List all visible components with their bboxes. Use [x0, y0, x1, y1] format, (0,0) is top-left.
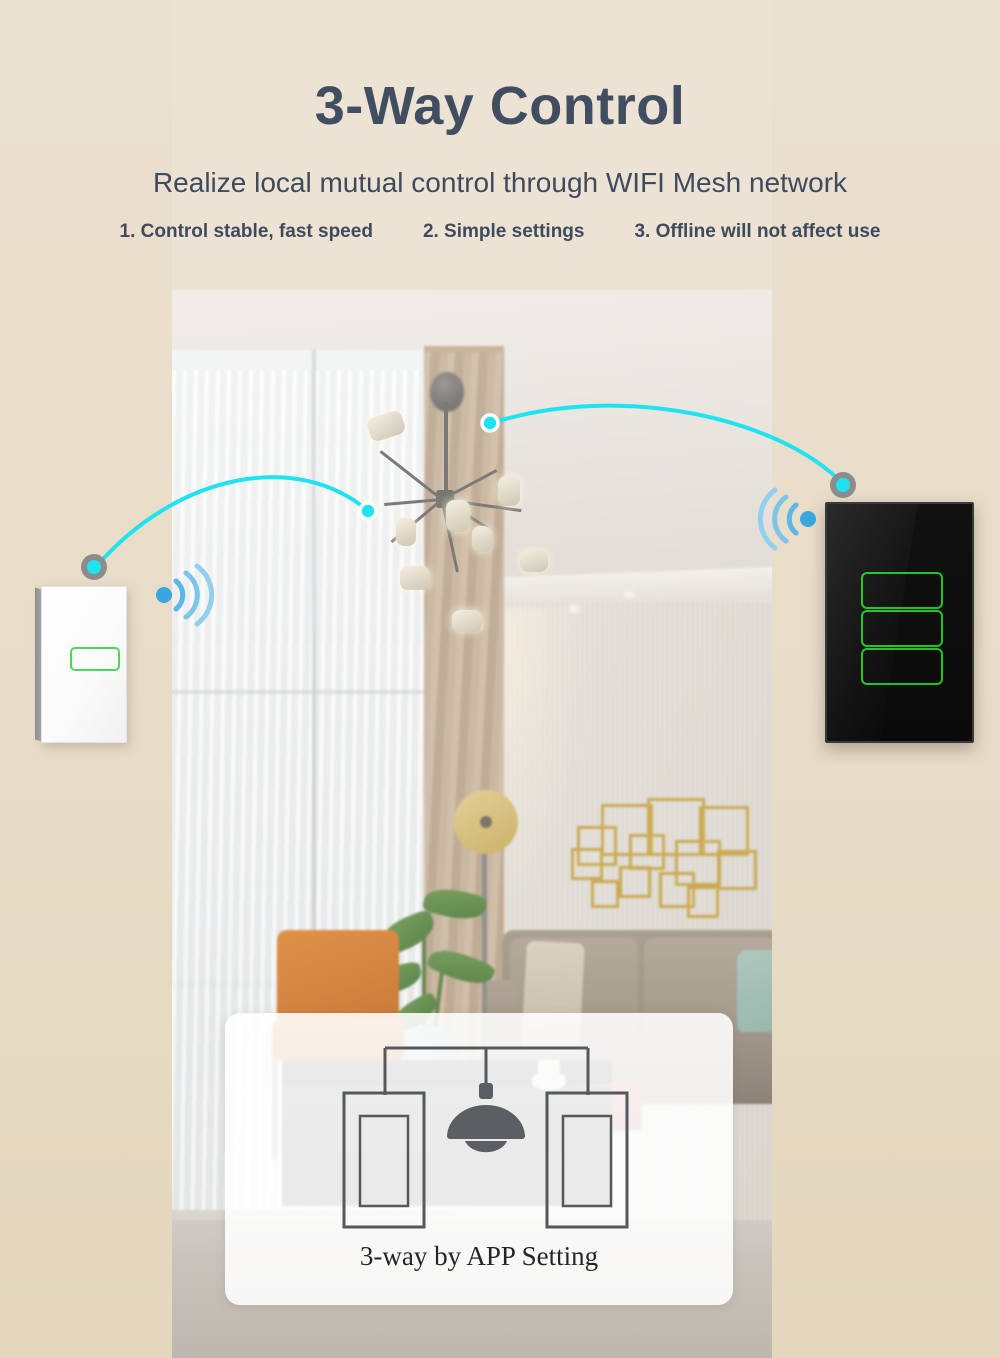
mesh-node-white-switch: [87, 560, 101, 574]
header-block: 3-Way Control Realize local mutual contr…: [0, 0, 1000, 243]
mesh-node-black-switch-ring: [830, 472, 856, 498]
chandelier-bulb-6: [400, 566, 430, 590]
floor-lamp-hub: [480, 816, 492, 828]
chandelier-bulb-7: [472, 526, 492, 552]
white-wall-switch[interactable]: [35, 586, 127, 743]
switch-outline-right: [545, 1091, 629, 1229]
sputnik-chandelier: [352, 372, 582, 632]
feature-bullet-3: 3. Offline will not affect use: [634, 220, 881, 242]
feature-bullets: 1. Control stable, fast speed 2. Simple …: [0, 199, 1000, 243]
chandelier-bulb-5: [446, 500, 470, 532]
chandelier-bulb-4: [396, 518, 416, 546]
downlight-2: [620, 590, 638, 599]
chandelier-bulb-3: [520, 550, 548, 572]
wifi-icon-right: [758, 487, 816, 551]
white-switch-face: [41, 586, 127, 743]
chandelier-rod: [444, 402, 448, 502]
pendant-lamp-icon: [447, 1083, 525, 1153]
chandelier-bulb-8: [452, 610, 482, 632]
mesh-node-white-switch-ring: [81, 554, 107, 580]
wifi-icon-left: [156, 563, 214, 627]
green-throw-pillow: [737, 950, 772, 1034]
chandelier-bulb-2: [498, 476, 520, 506]
black-switch-glass-reflection: [827, 504, 972, 741]
chandelier-arm-2: [441, 469, 498, 501]
chandelier-bulb-1: [365, 409, 407, 443]
switch-outline-left: [342, 1091, 426, 1229]
chandelier-arm-1: [379, 450, 443, 501]
three-way-diagram-card: 3-way by APP Setting: [225, 1013, 733, 1305]
three-way-wiring-diagram: [342, 1046, 629, 1229]
mesh-node-black-switch: [836, 478, 850, 492]
page-subtitle: Realize local mutual control through WIF…: [152, 166, 848, 198]
gold-geometric-wall-art: [567, 790, 763, 950]
feature-bullet-2: 2. Simple settings: [422, 220, 585, 242]
diagram-caption: 3-way by APP Setting: [359, 1241, 599, 1271]
black-glass-touch-switch[interactable]: [825, 502, 974, 743]
page-title: 3-Way Control: [314, 76, 686, 136]
feature-bullet-1: 1. Control stable, fast speed: [119, 220, 373, 242]
white-switch-indicator-1[interactable]: [70, 647, 120, 671]
